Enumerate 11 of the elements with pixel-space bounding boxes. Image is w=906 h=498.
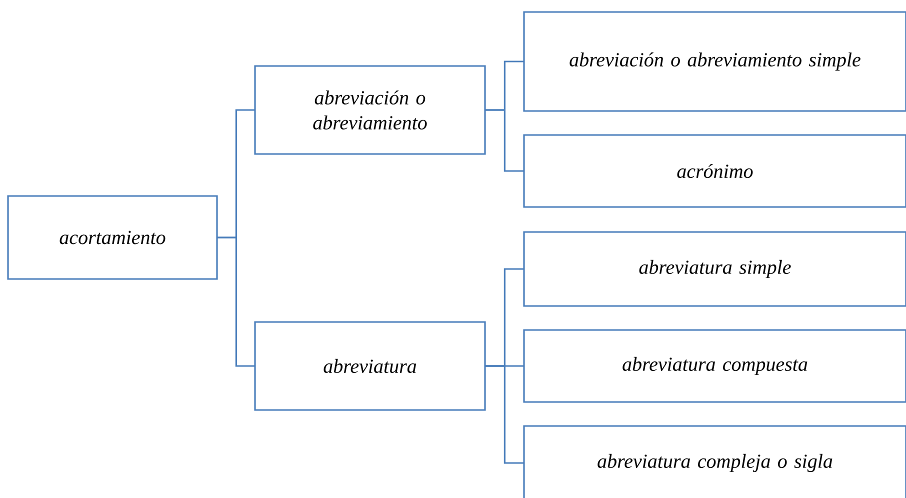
- concept-box: acrónimo: [523, 134, 906, 208]
- connector: [217, 236, 255, 367]
- concept-box: abreviatura compuesta: [523, 329, 906, 403]
- connector: [485, 109, 524, 172]
- connector: [485, 365, 524, 464]
- concept-box: abreviatura: [254, 321, 486, 411]
- concept-box: abreviación o abreviamiento simple: [523, 11, 906, 112]
- concept-box: abreviatura compleja o sigla: [523, 425, 906, 498]
- concept-box: abreviación o abreviamiento: [254, 65, 486, 155]
- concept-box: abreviatura simple: [523, 231, 906, 307]
- concept-box: acortamiento: [7, 195, 218, 280]
